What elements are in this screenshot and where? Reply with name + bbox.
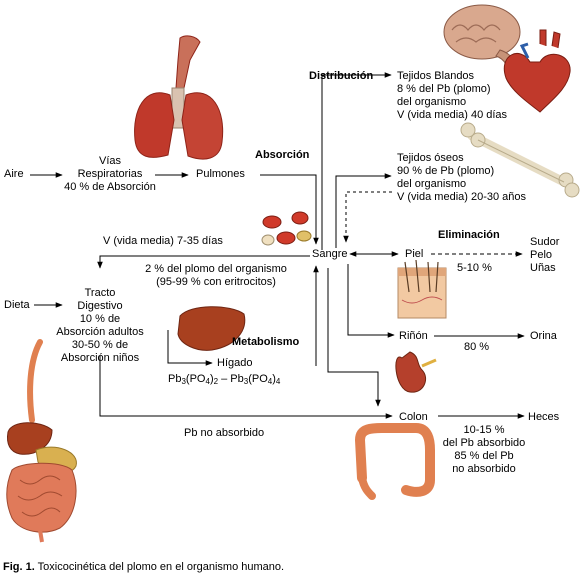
formula-part: (PO <box>248 373 268 385</box>
label-vida-media-sangre: V (vida media) 7-35 días <box>103 235 223 247</box>
tejidos-oseos-line: del organismo <box>397 178 467 190</box>
bone-icon <box>460 122 580 198</box>
tejidos-oseos-line: Tejidos óseos <box>397 152 464 164</box>
label-absorcion: Absorción <box>255 149 310 161</box>
brain-icon <box>443 4 521 65</box>
node-rinon: Riñón <box>399 330 428 342</box>
node-higado: Hígado <box>217 357 253 369</box>
node-tracto-digestivo: Tracto Digestivo 10 % de Absorción adult… <box>44 287 156 365</box>
formula-sub: 3 <box>181 377 186 386</box>
colon-pct-line: del Pb absorbido <box>442 437 526 449</box>
label-sangre-pct: 2 % del plomo del organismo (95-99 % con… <box>118 263 314 289</box>
tracto-line: Absorción adultos <box>56 326 144 338</box>
tejidos-blandos-line: 8 % del Pb (plomo) <box>397 83 491 95</box>
formula-separator: – <box>218 373 231 385</box>
tejidos-blandos-line: del organismo <box>397 96 467 108</box>
blood-cells-icon <box>261 211 312 246</box>
colon-pct-line: 85 % del Pb <box>454 450 514 462</box>
caption-fig: Fig. 1. <box>3 561 35 573</box>
formula-sub: 4 <box>267 377 273 386</box>
tejidos-blandos-line: Tejidos Blandos <box>397 70 475 82</box>
label-piel-pct: 5-10 % <box>457 262 492 274</box>
lungs-icon <box>134 35 224 160</box>
flow-arrows <box>30 72 525 419</box>
label-colon-pct: 10-15 % del Pb absorbido 85 % del Pb no … <box>428 424 540 476</box>
sangre-pct-line: 2 % del plomo del organismo <box>145 263 287 275</box>
sudor-line: Pelo <box>530 249 553 261</box>
tracto-line: 10 % de <box>79 313 121 325</box>
tracto-line: Tracto <box>84 287 116 299</box>
kidney-icon <box>395 351 437 393</box>
formula-sub: 3 <box>243 377 249 386</box>
figure-caption: Fig. 1. Toxicocinética del plomo en el o… <box>3 561 284 573</box>
node-pulmones: Pulmones <box>196 168 245 180</box>
sudor-line: Uñas <box>530 262 556 274</box>
node-vias-respiratorias: Vías Respiratorias 40 % de Absorción <box>56 155 164 194</box>
label-metabolismo: Metabolismo <box>232 336 300 348</box>
liver-icon <box>177 306 246 351</box>
label-pb-no-absorbido: Pb no absorbido <box>184 427 265 439</box>
formula-part: Pb <box>230 373 244 385</box>
vias-line: Vías <box>98 155 121 167</box>
tejidos-blandos-line: V (vida media) 40 días <box>397 109 508 121</box>
label-rinon-pct: 80 % <box>464 341 490 353</box>
formula-part: ) <box>272 373 276 385</box>
formula-sub: 2 <box>213 377 219 386</box>
label-eliminacion: Eliminación <box>438 229 500 241</box>
digestive-system-icon <box>6 339 77 543</box>
formula-sub: 4 <box>205 377 210 386</box>
node-colon: Colon <box>399 411 428 423</box>
tejidos-oseos-line: 90 % de Pb (plomo) <box>397 165 495 177</box>
colon-pct-line: 10-15 % <box>463 424 505 436</box>
node-sudor-pelo-unas: Sudor Pelo Uñas <box>530 236 559 275</box>
formula-part: Pb <box>168 373 182 385</box>
tracto-line: Absorción niños <box>60 352 140 364</box>
node-piel: Piel <box>405 248 424 260</box>
skin-icon <box>397 259 447 319</box>
node-sangre: Sangre <box>312 248 348 260</box>
heart-icon <box>503 29 571 113</box>
label-distribucion: Distribución <box>309 70 374 82</box>
colon-icon <box>355 423 435 500</box>
node-aire: Aire <box>4 168 24 180</box>
tejidos-oseos-line: V (vida media) 20-30 años <box>397 191 527 203</box>
node-higado-formula: Pb3(PO4)2 – Pb3(PO4)4 <box>168 373 280 388</box>
sangre-pct-line: (95-99 % con eritrocitos) <box>156 276 276 288</box>
node-heces: Heces <box>528 411 560 423</box>
node-dieta: Dieta <box>4 299 30 311</box>
tracto-line: 30-50 % de <box>71 339 129 351</box>
node-orina: Orina <box>530 330 557 342</box>
vias-line: 40 % de Absorción <box>64 181 156 193</box>
node-tejidos-oseos: Tejidos óseos 90 % de Pb (plomo) del org… <box>397 152 526 204</box>
colon-pct-line: no absorbido <box>452 463 516 475</box>
caption-text: Toxicocinética del plomo en el organismo… <box>34 561 285 573</box>
vias-line: Respiratorias <box>77 168 143 180</box>
tracto-line: Digestivo <box>77 300 123 312</box>
formula-part: ) <box>209 373 214 385</box>
node-tejidos-blandos: Tejidos Blandos 8 % del Pb (plomo) del o… <box>397 70 507 122</box>
sudor-line: Sudor <box>530 236 560 248</box>
formula-part: (PO <box>185 373 206 385</box>
formula-sub: 4 <box>275 377 281 386</box>
